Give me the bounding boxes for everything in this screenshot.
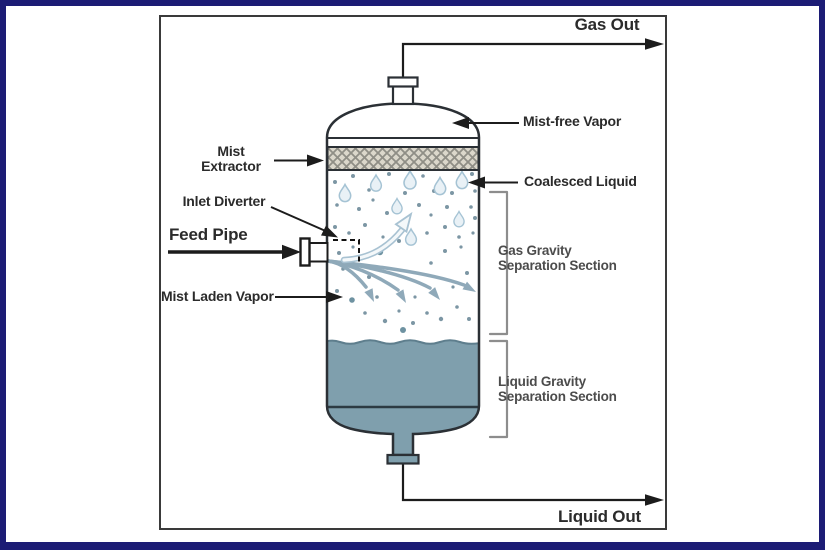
label-mist-laden-vapor: Mist Laden Vapor [161,288,274,304]
liquid-out-pipe-arrow [401,464,664,506]
section-brackets [488,190,509,439]
label-inlet-diverter: Inlet Diverter [182,193,266,209]
label-gas-gravity-line2: Separation Section [498,258,617,273]
label-liquid-gravity-line2: Separation Section [498,389,617,404]
label-liquid-out: Liquid Out [558,507,641,526]
label-gas-out: Gas Out [574,15,640,34]
mist-dots [333,172,477,333]
label-coalesced-liquid: Coalesced Liquid [524,173,637,189]
inlet-flow-arrows [326,259,476,303]
annotation-arrows [270,117,519,303]
inlet-diverter-dashed-box [333,239,360,262]
vapor-up-arrow [340,211,413,264]
label-liquid-gravity-line1: Liquid Gravity [498,374,586,389]
vessel-shell [325,76,481,465]
gas-out-pipe-arrow [401,38,664,77]
label-liquid-gravity-section: Liquid Gravity Separation Section [498,374,617,404]
feed-nozzle [299,237,329,267]
label-gas-gravity-section: Gas Gravity Separation Section [498,243,617,273]
feed-arrow [168,244,301,260]
label-feed-pipe: Feed Pipe [169,225,248,244]
mist-extractor-band [326,146,480,171]
coalesced-droplets [338,169,469,246]
label-mist-free-vapor: Mist-free Vapor [523,113,622,129]
label-mist-extractor-line2: Extractor [201,158,261,174]
liquid-inventory [327,339,479,455]
label-gas-gravity-line1: Gas Gravity [498,243,572,258]
label-mist-extractor-line1: Mist [217,143,245,159]
label-mist-extractor: Mist Extractor [193,144,269,174]
